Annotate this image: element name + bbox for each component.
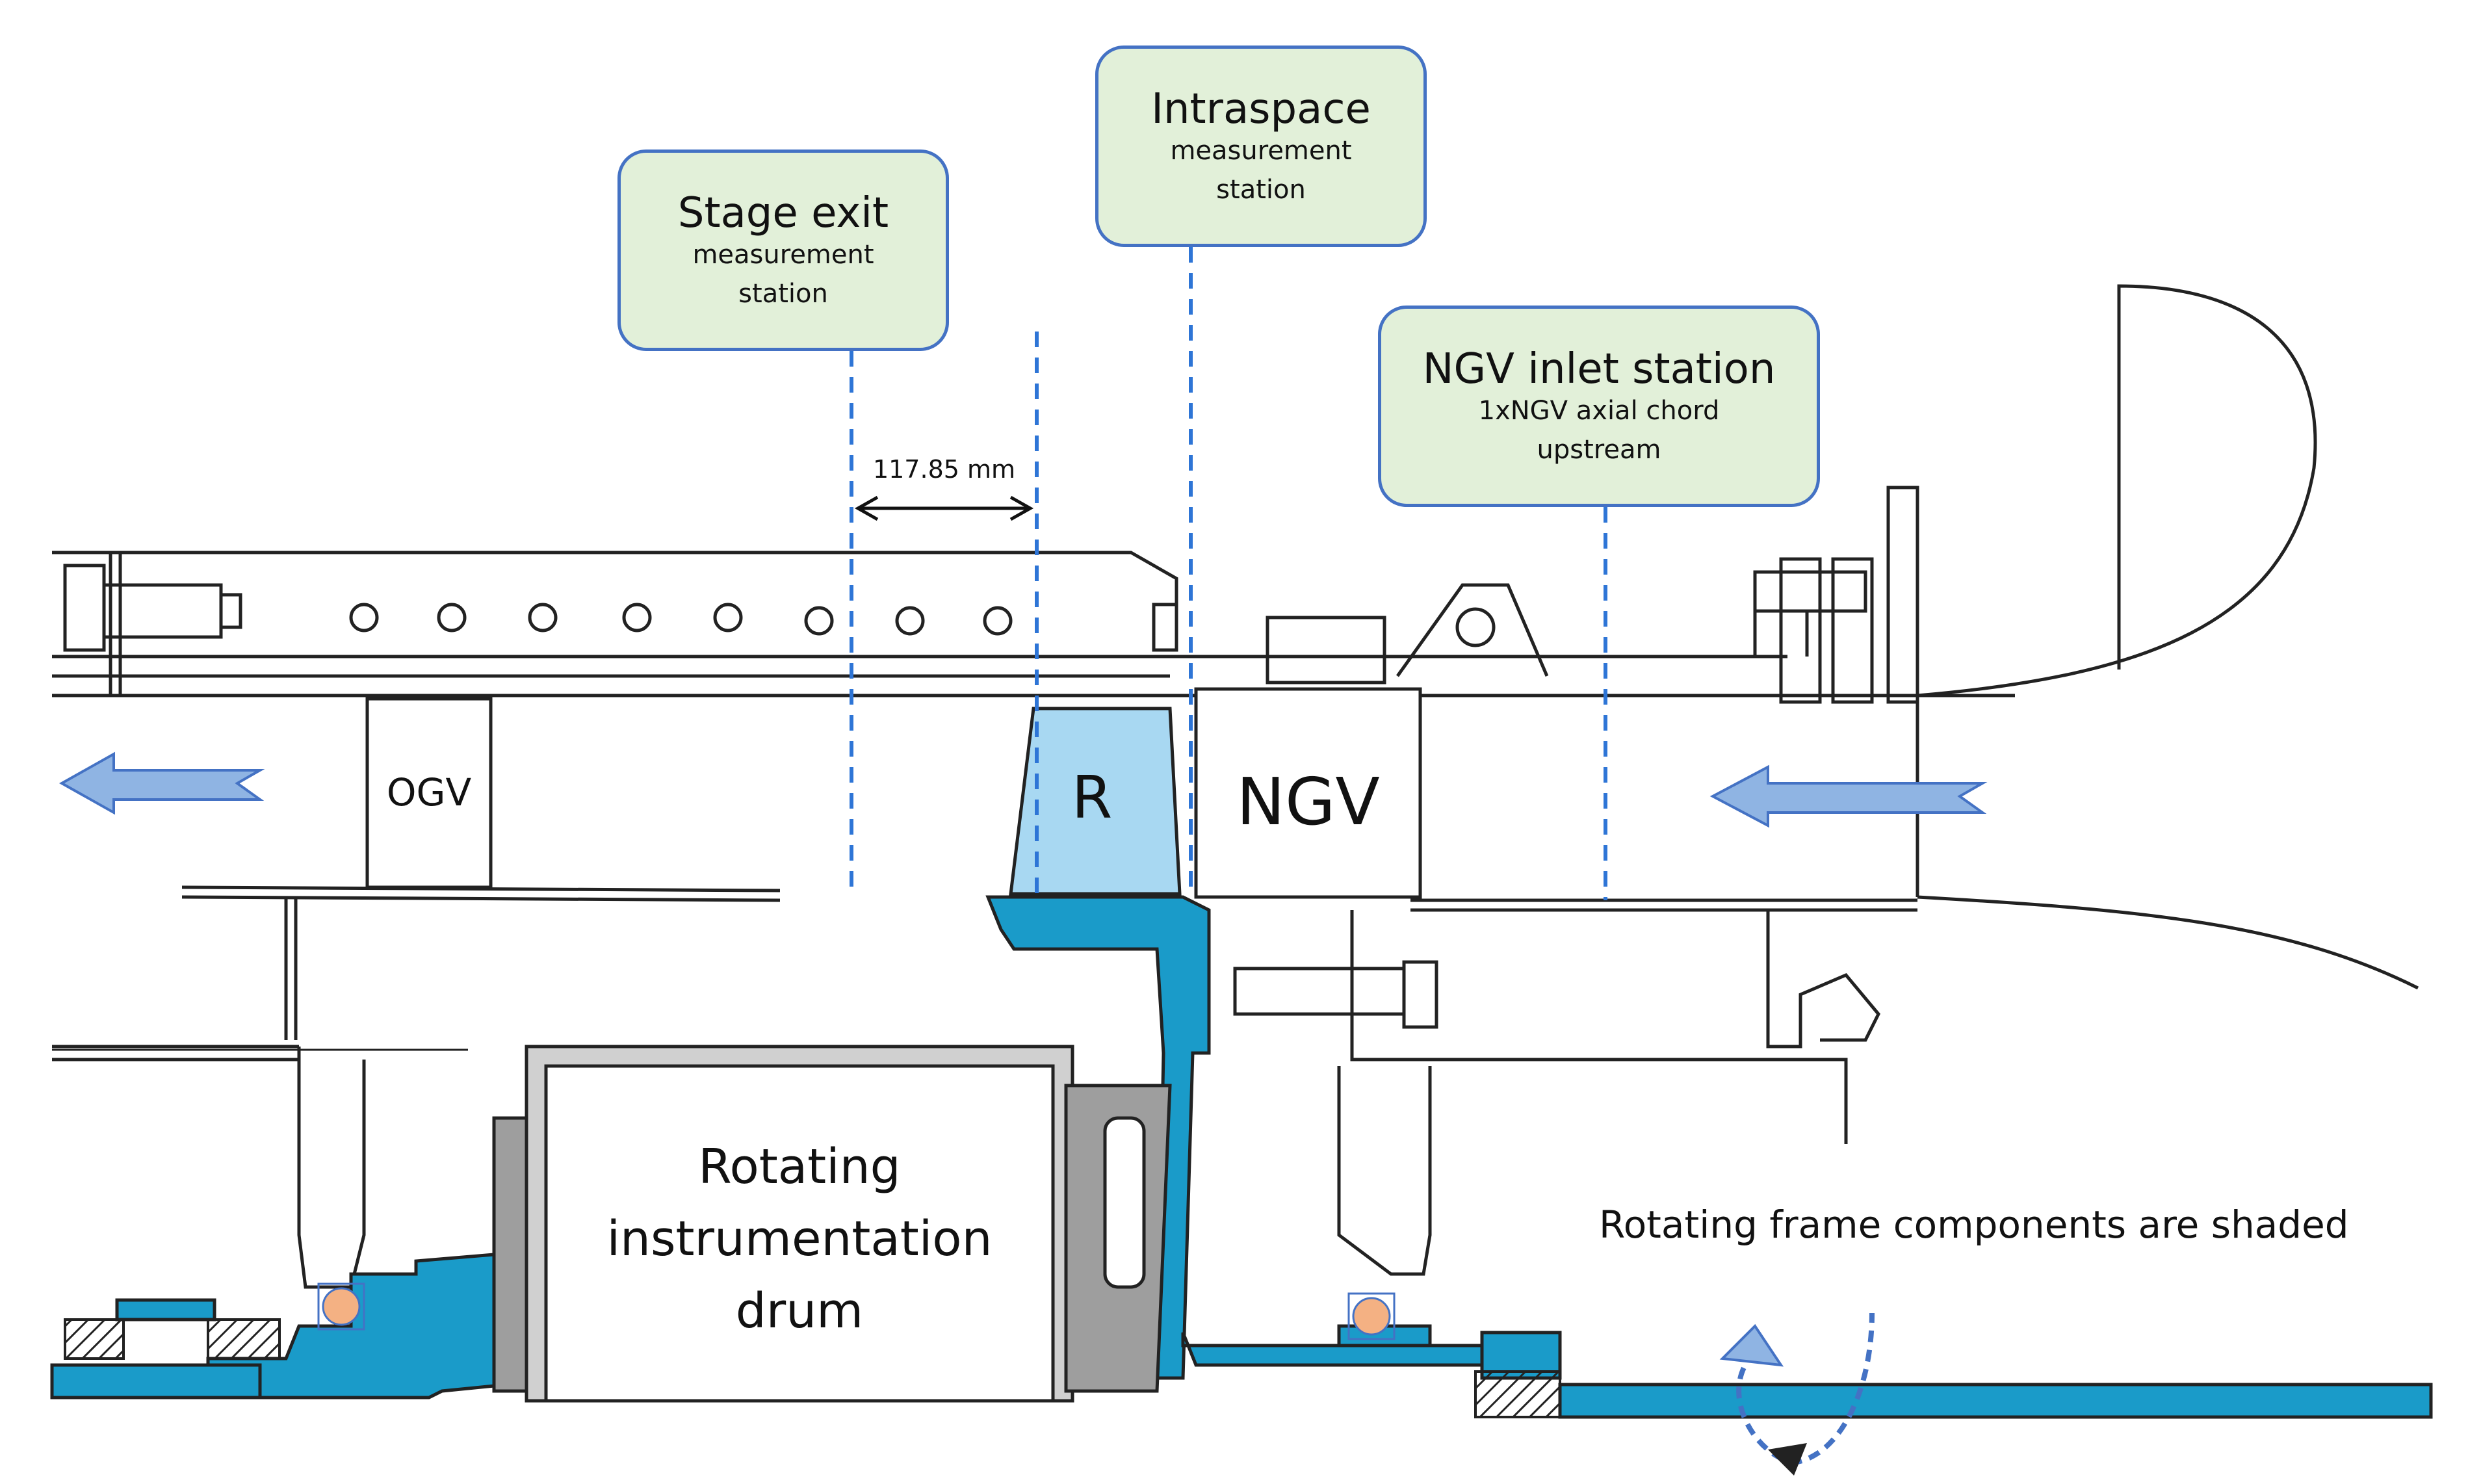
ngv-inlet-title: NGV inlet station	[1422, 345, 1776, 393]
flow-direction-arrow-right	[1709, 764, 1988, 828]
intraspace-line1: measurement	[1170, 136, 1352, 166]
seal-hatching	[64, 1318, 1561, 1418]
instrumentation-drum	[492, 1045, 1172, 1403]
rotation-arrowhead-up	[1719, 1323, 1784, 1367]
intraspace-title: Intraspace	[1151, 85, 1371, 133]
dimension-label: 117.85 mm	[872, 455, 1016, 484]
dimension-arrow	[854, 495, 1034, 521]
stage-exit-line2: station	[738, 278, 828, 309]
ngv-inlet-line2: upstream	[1537, 434, 1661, 465]
casing-holes	[349, 603, 1496, 647]
ngv-label: NGV	[1236, 764, 1380, 840]
stage-exit-title: Stage exit	[677, 189, 889, 237]
rotating-components-note: Rotating frame components are shaded	[1599, 1203, 2349, 1247]
intraspace-line2: station	[1216, 174, 1306, 205]
rotation-arrowhead-down	[1768, 1443, 1807, 1476]
rotating-components	[50, 895, 2433, 1419]
stage-exit-line1: measurement	[692, 240, 874, 270]
station-lines	[850, 247, 1607, 900]
rotor-label: R	[1071, 764, 1113, 832]
outer-casing	[52, 284, 2419, 990]
ngv-vane	[1194, 687, 1422, 899]
rotor-blade	[1009, 707, 1182, 896]
flow-direction-arrow-left	[58, 751, 265, 815]
stage-exit-station-box: Stage exit measurement station	[617, 150, 949, 351]
bearings	[317, 1282, 1396, 1340]
drum-label-line3: drum	[735, 1283, 864, 1339]
drum-label-line2: instrumentation	[606, 1211, 993, 1267]
intraspace-station-box: Intraspace measurement station	[1095, 46, 1427, 247]
ngv-inlet-station-box: NGV inlet station 1xNGV axial chord upst…	[1378, 306, 1820, 507]
hub-line	[52, 885, 1917, 1289]
bearing-ball-left	[322, 1287, 361, 1326]
ogv-vane	[365, 697, 493, 889]
drum-label-line1: Rotating	[698, 1139, 901, 1195]
ogv-label: OGV	[386, 770, 472, 814]
bearing-ball-right	[1352, 1297, 1391, 1336]
drum-label: Rotating instrumentation drum	[549, 1131, 1050, 1347]
ngv-inlet-line1: 1xNGV axial chord	[1478, 396, 1720, 426]
